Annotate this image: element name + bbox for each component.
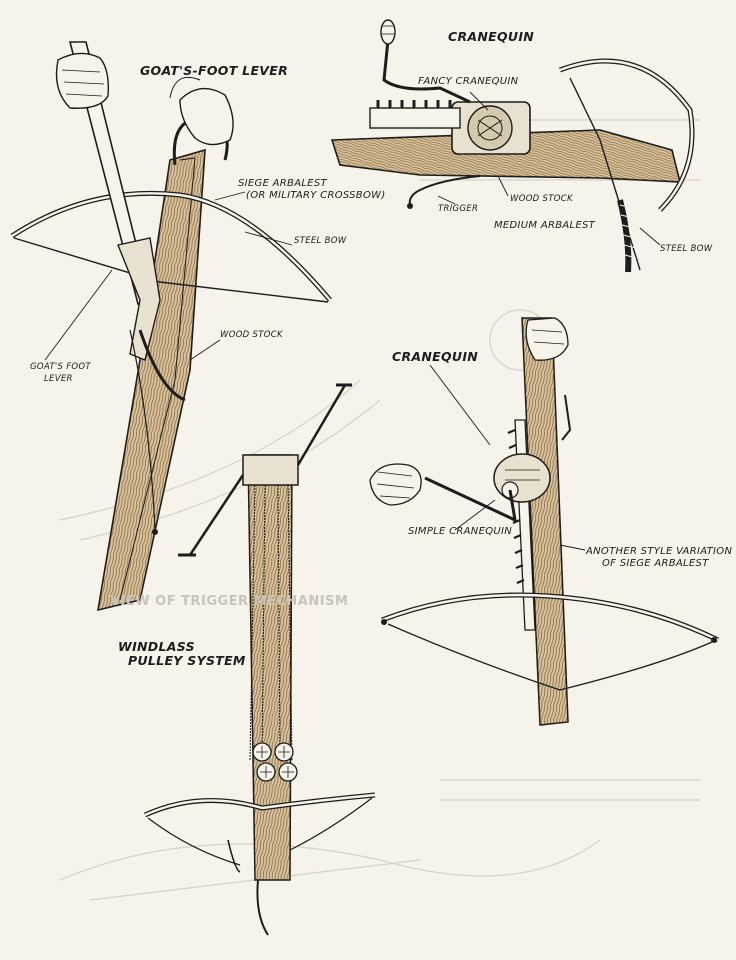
label-windlass: WINDLASS bbox=[118, 639, 195, 654]
label-fancy-cranequin: FANCY CRANEQUIN bbox=[418, 76, 519, 87]
label-goats-foot-lever-title: GOAT'S-FOOT LEVER bbox=[140, 63, 289, 78]
label-steel-bow-right: STEEL BOW bbox=[660, 244, 713, 254]
hand-top-right bbox=[525, 317, 569, 361]
label-goats-foot-lever-2: LEVER bbox=[44, 374, 73, 384]
siege-arbalest-drawing bbox=[10, 41, 332, 612]
label-medium-arbalest: MEDIUM ARBALEST bbox=[494, 220, 596, 231]
trigger-lever bbox=[408, 175, 481, 206]
label-siege-arbalest-2: (OR MILITARY CROSSBOW) bbox=[246, 190, 386, 201]
label-steel-bow-left: STEEL BOW bbox=[294, 236, 347, 246]
bowstring-left bbox=[13, 237, 329, 303]
label-trigger: TRIGGER bbox=[438, 204, 479, 214]
windlass-crank-arm-upper bbox=[296, 384, 347, 466]
wood-stock-left bbox=[97, 148, 206, 612]
simple-cranequin-box bbox=[493, 453, 551, 503]
hand-crank bbox=[369, 463, 422, 506]
label-goats-foot-lever-1: GOAT'S FOOT bbox=[30, 362, 91, 372]
hand-left-top bbox=[55, 52, 110, 109]
another-stock bbox=[521, 317, 569, 726]
label-another-style-1: ANOTHER STYLE VARIATION bbox=[586, 546, 733, 557]
ghost-text-trigger-view: VIEW OF TRIGGER MECHANISM bbox=[110, 594, 349, 609]
label-pulley-system: PULLEY SYSTEM bbox=[128, 653, 246, 668]
pulley-wheels bbox=[252, 742, 298, 782]
another-bowstring bbox=[387, 623, 713, 691]
medium-arbalest-drawing bbox=[330, 19, 695, 273]
simple-cranequin-crank bbox=[424, 476, 517, 523]
hand-on-stirrup bbox=[179, 87, 234, 146]
label-wood-stock-left: WOOD STOCK bbox=[220, 330, 283, 340]
label-cranequin-middle: CRANEQUIN bbox=[392, 349, 479, 364]
label-wood-stock-right: WOOD STOCK bbox=[510, 194, 573, 204]
label-cranequin-title: CRANEQUIN bbox=[448, 29, 535, 44]
label-another-style-2: OF SIEGE ARBALEST bbox=[602, 558, 709, 569]
wood-stock-right bbox=[330, 129, 682, 183]
cranequin-crank bbox=[382, 39, 471, 104]
label-simple-cranequin: SIMPLE CRANEQUIN bbox=[408, 526, 513, 537]
windlass-crank-arm-lower bbox=[188, 474, 245, 556]
windlass-crossbow-drawing bbox=[143, 383, 376, 936]
label-siege-arbalest-1: SIEGE ARBALEST bbox=[238, 178, 327, 189]
another-siege-arbalest-drawing bbox=[369, 317, 720, 726]
